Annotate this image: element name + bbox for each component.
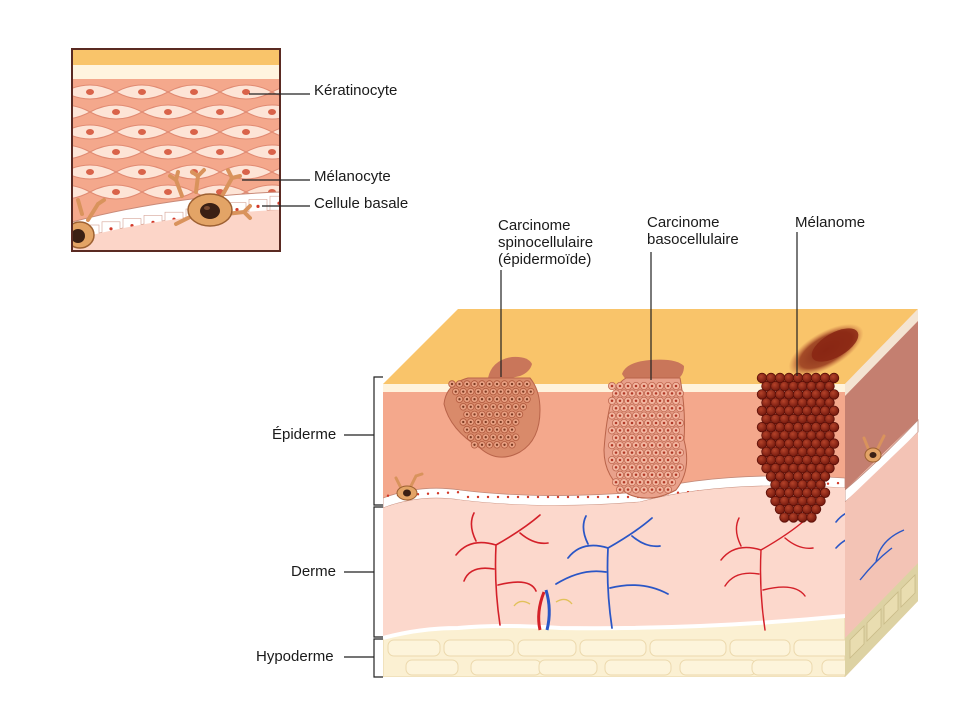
scc-cells [448,380,535,449]
keratinocyte-cell [12,125,64,139]
scc-label: Carcinome spinocellulaire (épidermoïde) [498,217,628,268]
blood-vessels [455,512,845,631]
keratinocyte-label: Kératinocyte [314,82,398,99]
scc-label-line-1: Carcinome [498,217,571,234]
bcc-cells [608,381,685,494]
dermis-label: Derme [291,563,337,580]
inset-corneum [72,49,280,65]
melanoma-tumor [756,323,864,523]
front-melanocyte [394,472,424,501]
dermis-layer [383,485,845,630]
bcc-tumor [603,359,688,499]
skin-block [344,232,919,678]
epidermis-label: Épiderme [272,426,337,443]
inset-keratinocytes [12,84,350,200]
dermis-bracket [373,506,383,638]
bcc-label-line-1: Carcinome [647,214,720,231]
melanoma-cells [756,372,840,523]
inset-frame [71,48,281,252]
keratinocyte-cell [298,145,350,159]
scc-label-line-3: (épidermoïde) [498,251,592,268]
side-vessels [859,529,905,581]
epidermis-bracket [373,376,383,506]
side-hypodermis-cells [849,574,916,659]
scc-label-line-2: spinocellulaire [498,234,594,251]
inset-melanocyte [168,168,252,227]
inset-panel [12,48,350,252]
melanoma-label: Mélanome [795,214,866,231]
scc-tumor [443,356,541,458]
keratinocyte-cell [270,127,280,137]
keratinocyte-cell [244,144,280,160]
keratinocyte-cell [244,104,280,120]
keratinocyte-cell [270,167,280,177]
hypodermis-label: Hypoderme [256,648,334,665]
keratinocyte-cell [12,85,64,99]
melanocyte-label: Mélanocyte [314,168,391,185]
hypodermis-bracket [373,638,383,678]
inset-melanocyte-edge [72,198,106,249]
keratinocyte-cell [12,165,64,179]
hypodermis-cells [387,639,845,676]
bcc-label-line-2: basocellulaire [647,231,739,248]
layer-brackets [344,376,383,678]
bcc-label: Carcinome basocellulaire [647,214,777,248]
side-melanocyte [862,434,886,463]
keratinocyte-cell [298,105,350,119]
basal-cell-label: Cellule basale [314,195,409,212]
